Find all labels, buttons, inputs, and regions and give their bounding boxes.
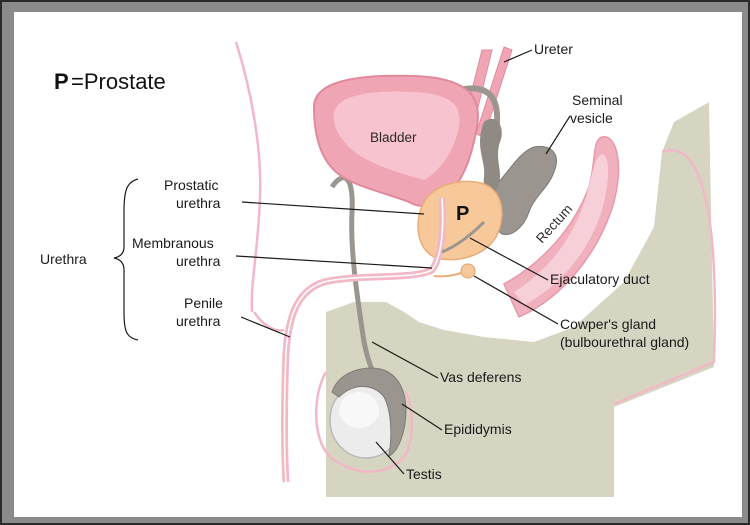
cowpers-gland-label-1: Cowper's gland xyxy=(560,316,656,332)
vas-deferens-label: Vas deferens xyxy=(440,369,521,385)
legend-p-letter: P xyxy=(54,69,69,94)
epididymis-label: Epididymis xyxy=(444,421,512,437)
bladder-label: Bladder xyxy=(370,130,417,145)
body-outline-back xyxy=(236,42,260,312)
testis-label: Testis xyxy=(406,466,442,482)
testis-highlight xyxy=(339,392,379,428)
membranous-urethra-label-2: urethra xyxy=(176,253,221,269)
prostatic-urethra-label-1: Prostatic xyxy=(164,177,218,193)
urethra-group-label: Urethra xyxy=(40,251,87,267)
ejaculatory-duct-label: Ejaculatory duct xyxy=(550,271,650,287)
penile-urethra-leader xyxy=(241,317,290,337)
legend-p-suffix: =Prostate xyxy=(71,69,166,94)
diagram-panel: P =Prostate Urethra Prostatic urethra Me… xyxy=(14,12,742,517)
penile-urethra-label-2: urethra xyxy=(176,313,221,329)
prostate-mark: P xyxy=(456,203,469,225)
membranous-urethra-leader xyxy=(236,256,432,268)
body-outline-front xyxy=(254,312,284,330)
cowpers-gland xyxy=(461,264,475,278)
seminal-vesicle-label-1: Seminal xyxy=(572,92,623,108)
prostatic-urethra-label-2: urethra xyxy=(176,195,221,211)
cowpers-gland-label-2: (bulbourethral gland) xyxy=(560,334,689,350)
ejaculatory-duct-leader xyxy=(470,238,548,280)
urethra-brace xyxy=(114,179,138,340)
cowpers-duct xyxy=(434,273,461,276)
anatomy-diagram: P =Prostate Urethra Prostatic urethra Me… xyxy=(14,12,742,517)
prostatic-urethra-leader xyxy=(242,202,424,214)
seminal-vesicle-leader xyxy=(546,116,570,154)
membranous-urethra-label-1: Membranous xyxy=(132,235,214,251)
penile-urethra-label-1: Penile xyxy=(184,295,223,311)
seminal-vesicle-label-2: vesicle xyxy=(570,110,613,126)
ureter-label: Ureter xyxy=(534,41,573,57)
